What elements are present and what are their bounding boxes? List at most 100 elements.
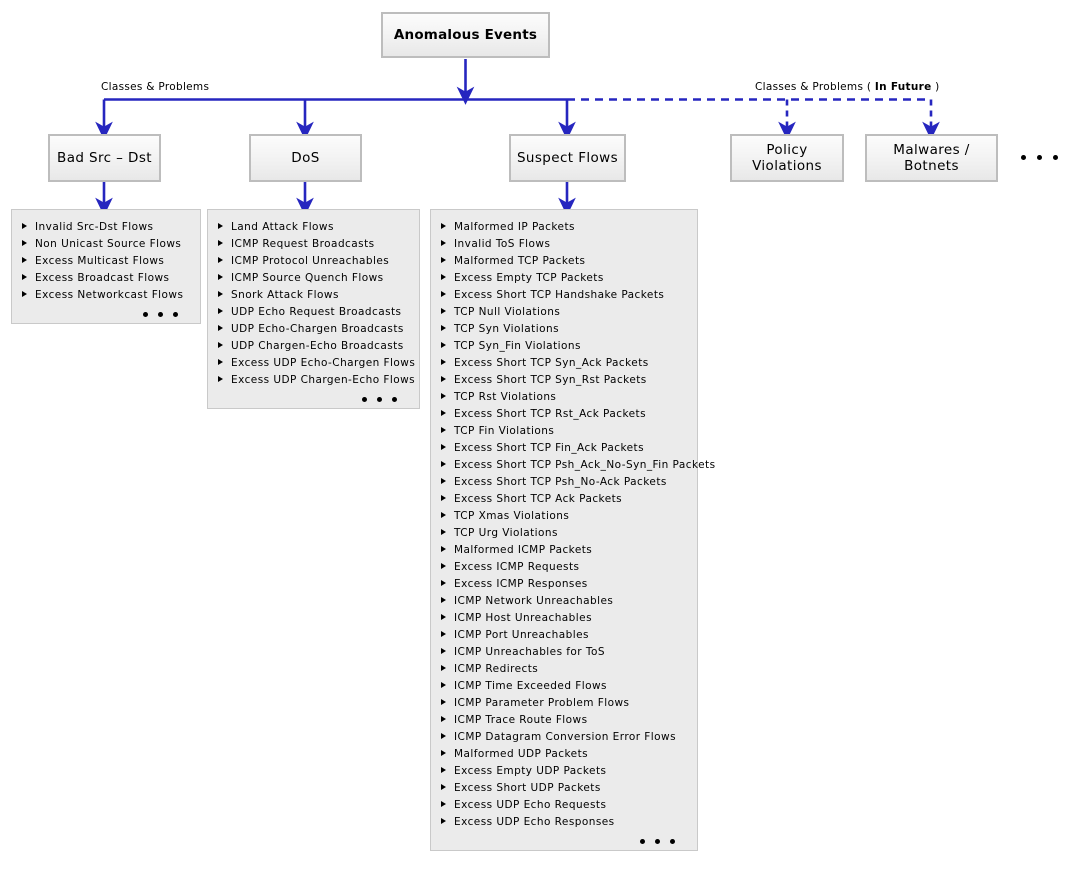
list-item[interactable]: Excess UDP Echo-Chargen Flows	[218, 355, 415, 372]
list-item-label: Excess Short TCP Rst_Ack Packets	[454, 408, 647, 420]
list-item[interactable]: TCP Fin Violations	[441, 423, 687, 440]
ellipsis-dot	[173, 312, 178, 317]
list-item[interactable]: Excess Empty TCP Packets	[441, 270, 687, 287]
list-item[interactable]: Excess Empty UDP Packets	[441, 763, 687, 780]
problem-list: Invalid Src-Dst Flows Non Unicast Source…	[22, 219, 190, 304]
list-item[interactable]: ICMP Source Quench Flows	[218, 270, 409, 287]
list-item-label: UDP Chargen-Echo Broadcasts	[231, 340, 404, 352]
list-item[interactable]: Excess Networkcast Flows	[22, 287, 190, 304]
list-item[interactable]: Excess Short TCP Handshake Packets	[441, 287, 687, 304]
list-item[interactable]: ICMP Protocol Unreachables	[218, 253, 409, 270]
list-item[interactable]: Malformed ICMP Packets	[441, 542, 687, 559]
list-item-label: Excess Networkcast Flows	[35, 289, 184, 301]
list-item[interactable]: Excess Short TCP Psh_No-Ack Packets	[441, 474, 687, 491]
edge-label-emphasis: In Future	[874, 81, 932, 93]
list-item[interactable]: Malformed UDP Packets	[441, 746, 687, 763]
list-item[interactable]: Excess Short TCP Rst_Ack Packets	[441, 406, 687, 423]
problem-list: Malformed IP Packets Invalid ToS Flows M…	[441, 219, 715, 831]
list-item[interactable]: Excess Short TCP Ack Packets	[441, 491, 687, 508]
edge-label-prefix: Classes & Problems (	[755, 81, 875, 93]
list-item[interactable]: Invalid ToS Flows	[441, 236, 687, 253]
list-item[interactable]: UDP Chargen-Echo Broadcasts	[218, 338, 409, 355]
bullet-icon	[441, 614, 446, 620]
list-item[interactable]: ICMP Unreachables for ToS	[441, 644, 687, 661]
ellipsis-dot	[377, 397, 382, 402]
ellipsis-dot	[362, 397, 367, 402]
list-item[interactable]: Excess Short TCP Syn_Rst Packets	[441, 372, 687, 389]
more-classes-ellipsis	[1021, 155, 1058, 160]
list-item[interactable]: Excess ICMP Responses	[441, 576, 687, 593]
more-items-ellipsis	[441, 831, 687, 844]
bullet-icon	[441, 801, 446, 807]
list-item[interactable]: ICMP Parameter Problem Flows	[441, 695, 687, 712]
node-policy-violations[interactable]: Policy Violations	[730, 134, 844, 182]
list-item[interactable]: Malformed TCP Packets	[441, 253, 687, 270]
list-item-label: ICMP Parameter Problem Flows	[454, 697, 630, 709]
bullet-icon	[441, 546, 446, 552]
node-bad-src-dst[interactable]: Bad Src – Dst	[48, 134, 161, 182]
list-item[interactable]: TCP Syn Violations	[441, 321, 687, 338]
list-item[interactable]: Excess UDP Echo Requests	[441, 797, 687, 814]
list-item[interactable]: Excess Short UDP Packets	[441, 780, 687, 797]
bullet-icon	[441, 767, 446, 773]
list-item[interactable]: TCP Rst Violations	[441, 389, 687, 406]
list-item[interactable]: Excess ICMP Requests	[441, 559, 687, 576]
list-item[interactable]: ICMP Trace Route Flows	[441, 712, 687, 729]
list-item-label: Excess Empty TCP Packets	[454, 272, 604, 284]
list-item[interactable]: Excess Short TCP Fin_Ack Packets	[441, 440, 687, 457]
ellipsis-dot	[640, 839, 645, 844]
list-item-label: UDP Echo Request Broadcasts	[231, 306, 402, 318]
ellipsis-dot	[670, 839, 675, 844]
list-item-label: Malformed TCP Packets	[454, 255, 586, 267]
bullet-icon	[218, 257, 223, 263]
list-item[interactable]: Invalid Src-Dst Flows	[22, 219, 190, 236]
list-item[interactable]: ICMP Redirects	[441, 661, 687, 678]
list-item[interactable]: TCP Urg Violations	[441, 525, 687, 542]
bullet-icon	[218, 274, 223, 280]
edge-label-classes-problems-future: Classes & Problems ( In Future )	[755, 81, 940, 93]
list-item[interactable]: Excess UDP Chargen-Echo Flows	[218, 372, 415, 389]
bullet-icon	[441, 223, 446, 229]
list-item-label: Excess Short TCP Syn_Ack Packets	[454, 357, 649, 369]
list-item[interactable]: UDP Echo Request Broadcasts	[218, 304, 409, 321]
bullet-icon	[441, 818, 446, 824]
ellipsis-dot	[655, 839, 660, 844]
list-item[interactable]: Malformed IP Packets	[441, 219, 687, 236]
list-item[interactable]: ICMP Datagram Conversion Error Flows	[441, 729, 687, 746]
list-item-label: Excess Broadcast Flows	[35, 272, 170, 284]
list-item[interactable]: ICMP Request Broadcasts	[218, 236, 409, 253]
bullet-icon	[22, 291, 27, 297]
list-item[interactable]: ICMP Port Unreachables	[441, 627, 687, 644]
list-item[interactable]: Land Attack Flows	[218, 219, 409, 236]
node-suspect-flows[interactable]: Suspect Flows	[509, 134, 626, 182]
bullet-icon	[218, 308, 223, 314]
list-item-label: ICMP Port Unreachables	[454, 629, 589, 641]
ellipsis-dot	[1053, 155, 1058, 160]
list-item[interactable]: ICMP Time Exceeded Flows	[441, 678, 687, 695]
list-item[interactable]: TCP Xmas Violations	[441, 508, 687, 525]
list-item[interactable]: Snork Attack Flows	[218, 287, 409, 304]
list-item[interactable]: Non Unicast Source Flows	[22, 236, 190, 253]
list-item[interactable]: Excess Broadcast Flows	[22, 270, 190, 287]
list-item[interactable]: Excess Multicast Flows	[22, 253, 190, 270]
list-item-label: Excess Short TCP Handshake Packets	[454, 289, 665, 301]
list-item[interactable]: UDP Echo-Chargen Broadcasts	[218, 321, 409, 338]
list-item[interactable]: Excess Short TCP Syn_Ack Packets	[441, 355, 687, 372]
list-item[interactable]: Excess Short TCP Psh_Ack_No-Syn_Fin Pack…	[441, 457, 715, 474]
node-anomalous-events[interactable]: Anomalous Events	[381, 12, 550, 58]
list-item-label: Non Unicast Source Flows	[35, 238, 182, 250]
node-dos[interactable]: DoS	[249, 134, 362, 182]
node-malwares-botnets[interactable]: Malwares / Botnets	[865, 134, 998, 182]
bullet-icon	[441, 648, 446, 654]
list-item-label: TCP Rst Violations	[454, 391, 557, 403]
list-item[interactable]: ICMP Host Unreachables	[441, 610, 687, 627]
list-item[interactable]: ICMP Network Unreachables	[441, 593, 687, 610]
list-item-label: ICMP Unreachables for ToS	[454, 646, 605, 658]
bullet-icon	[441, 597, 446, 603]
list-item[interactable]: Excess UDP Echo Responses	[441, 814, 687, 831]
list-item[interactable]: TCP Null Violations	[441, 304, 687, 321]
list-item[interactable]: TCP Syn_Fin Violations	[441, 338, 687, 355]
list-item-label: Excess ICMP Requests	[454, 561, 580, 573]
list-item-label: ICMP Time Exceeded Flows	[454, 680, 607, 692]
node-label: Suspect Flows	[516, 150, 619, 166]
